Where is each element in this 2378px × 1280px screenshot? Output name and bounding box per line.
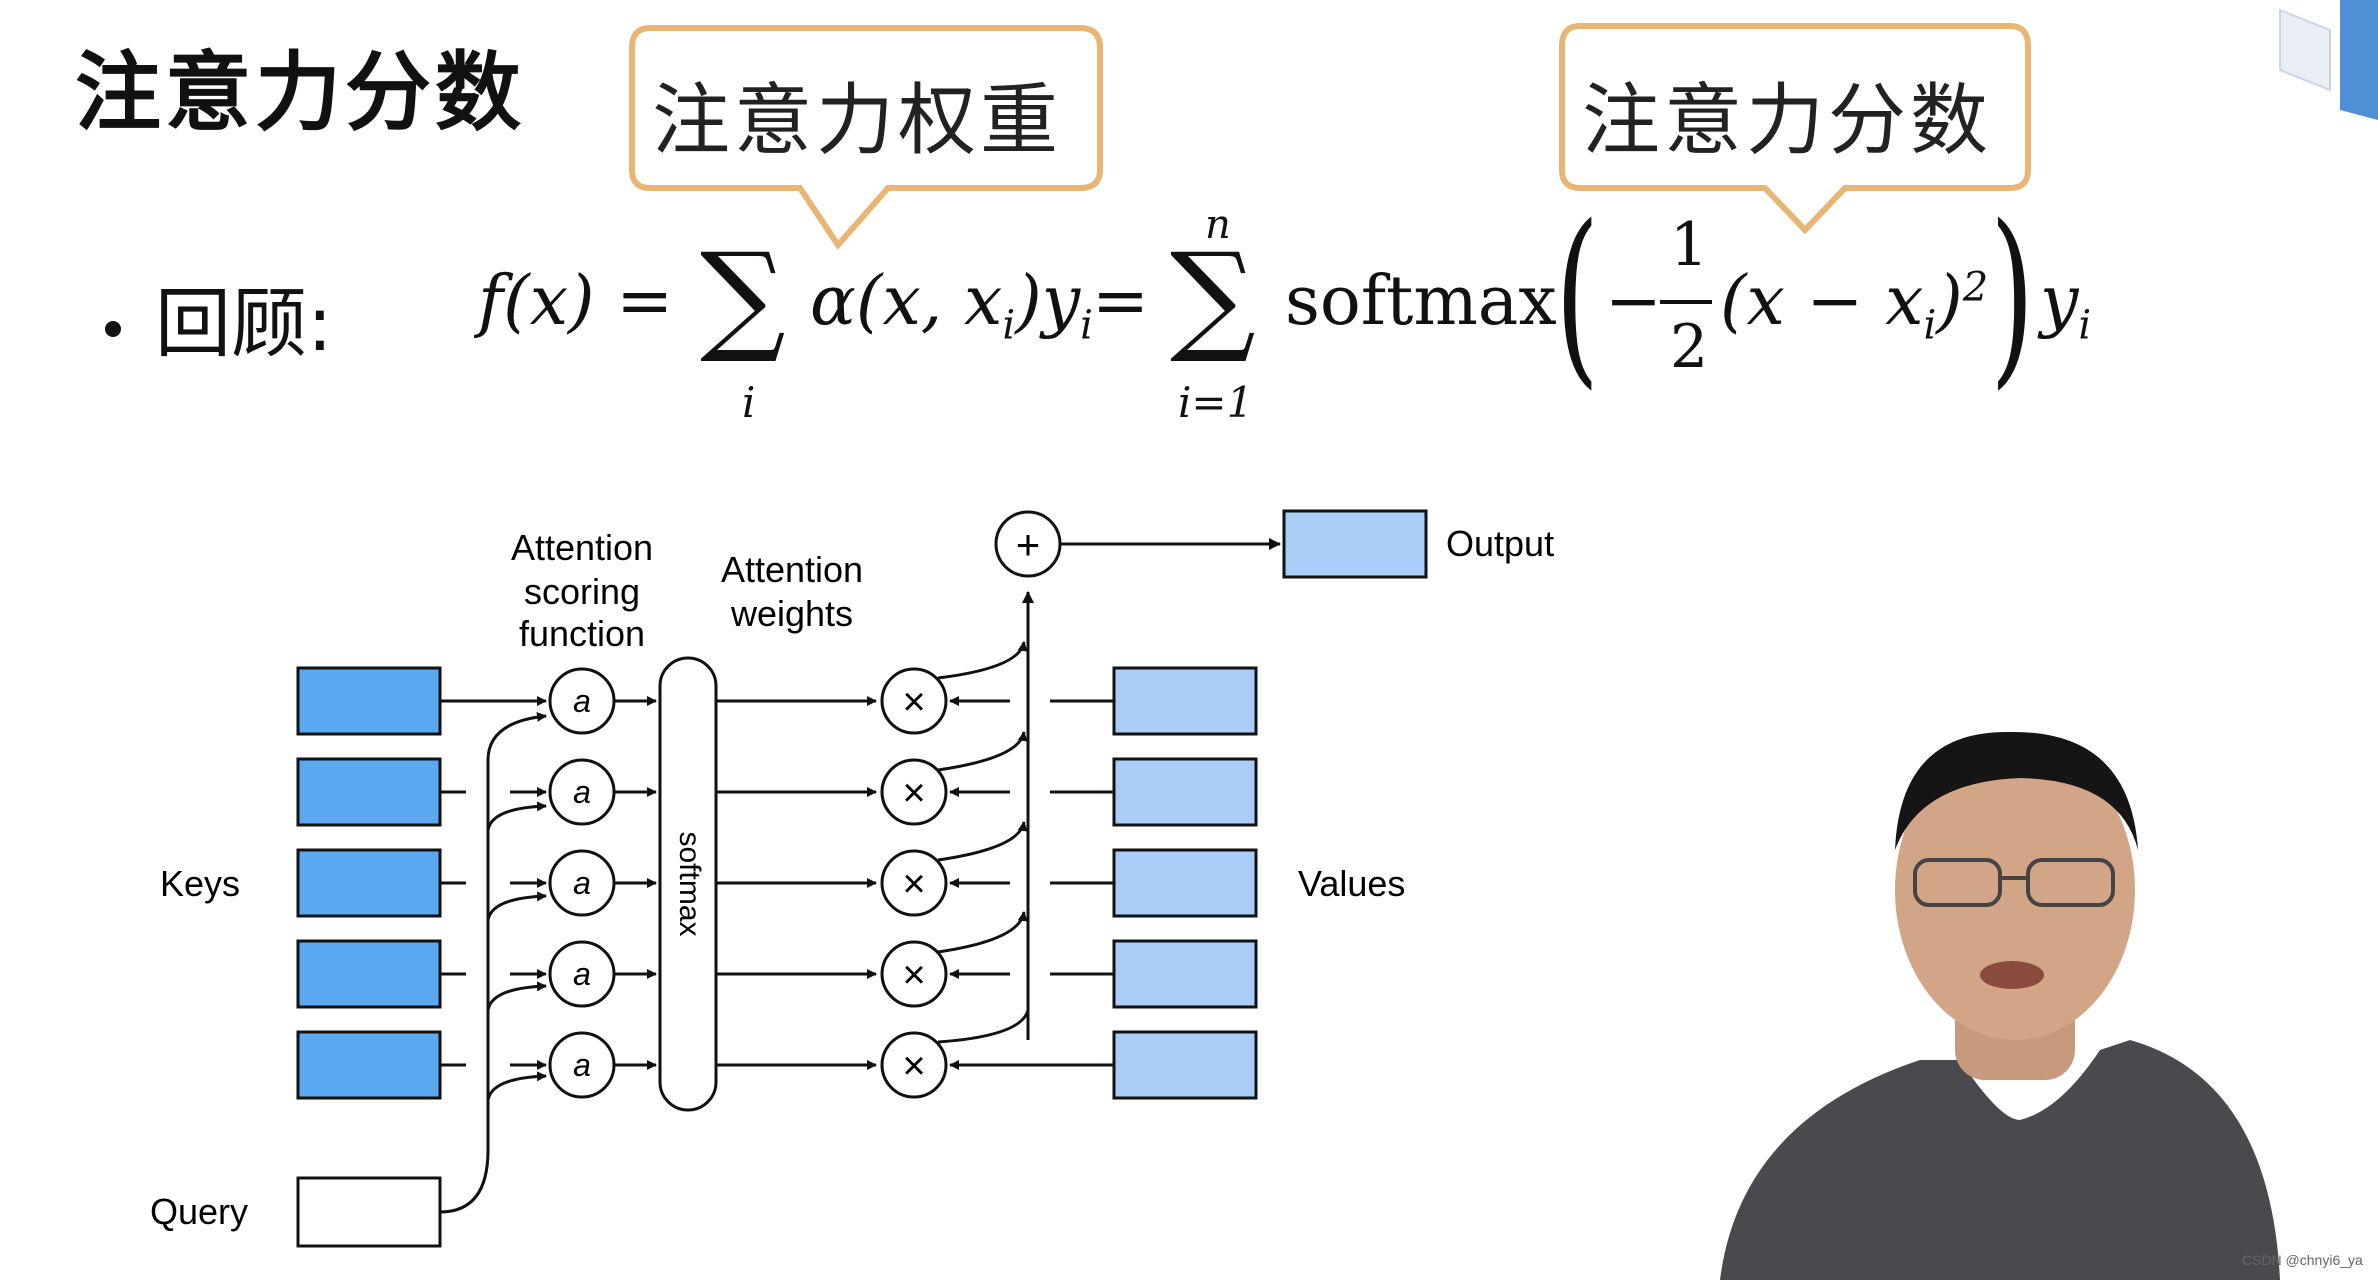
softmax-label: softmax bbox=[673, 831, 706, 936]
value-box bbox=[1112, 1030, 1258, 1100]
output-label: Output bbox=[1446, 523, 1554, 564]
sum2-superscript: n bbox=[1205, 202, 1231, 248]
score-arrows bbox=[614, 696, 657, 1070]
key-box bbox=[296, 939, 442, 1009]
presenter-hair bbox=[1895, 731, 2138, 850]
query-label: Query bbox=[150, 1191, 248, 1232]
scoring-label-line: scoring bbox=[524, 571, 640, 612]
sum2-subscript: i=1 bbox=[1178, 378, 1254, 427]
presenter-shirt bbox=[1720, 1040, 2280, 1280]
scoring-function-label: Attention scoring function bbox=[511, 527, 653, 654]
watermark: CSDN @chnyi6_ya bbox=[2242, 1252, 2363, 1268]
value-boxes bbox=[1112, 666, 1258, 1100]
bullet-recap: 回顾: bbox=[105, 262, 333, 372]
key-boxes bbox=[296, 666, 442, 1100]
formula-minus: − bbox=[1605, 262, 1662, 341]
sum-collector bbox=[937, 591, 1034, 1044]
formula-eq2: = bbox=[1092, 262, 1149, 341]
softmax-word: softmax bbox=[1285, 262, 1557, 341]
multiply-labels: × × × × × bbox=[902, 680, 925, 1088]
key-box bbox=[296, 848, 442, 918]
paren-close: ) bbox=[1990, 185, 2035, 406]
presenter-face bbox=[1895, 740, 2135, 1040]
multiply-node bbox=[880, 940, 948, 1008]
value-box bbox=[1112, 939, 1258, 1009]
callout-left-bubble bbox=[629, 25, 1103, 250]
multiply-label: × bbox=[902, 680, 925, 724]
score-node-label: a bbox=[573, 865, 591, 901]
scoring-label-line: function bbox=[519, 613, 645, 654]
paren-open: ( bbox=[1555, 185, 1600, 406]
multiply-node bbox=[880, 1031, 948, 1099]
callout-left-text: 注意力权重 bbox=[652, 76, 1063, 166]
term-alpha: α(x, xi)yi bbox=[810, 262, 1093, 349]
output-box bbox=[1282, 509, 1428, 579]
keys-label: Keys bbox=[160, 863, 240, 904]
formula-lhs: f(x) = bbox=[478, 262, 674, 341]
frac-numerator: 1 bbox=[1670, 210, 1709, 280]
multiply-node bbox=[880, 849, 948, 917]
multiply-label: × bbox=[902, 953, 925, 997]
score-node-label: a bbox=[573, 1047, 591, 1083]
term-square: (x − xi)2 bbox=[1720, 262, 1989, 349]
glasses-icon bbox=[1913, 858, 2115, 907]
value-box bbox=[1112, 848, 1258, 918]
key-arrows bbox=[440, 696, 547, 1070]
plus-label: + bbox=[1016, 521, 1041, 568]
multiply-label: × bbox=[902, 1044, 925, 1088]
scoring-label-line: Attention bbox=[511, 527, 653, 568]
key-box bbox=[296, 1030, 442, 1100]
value-box bbox=[1112, 666, 1258, 736]
presenter-video bbox=[1720, 731, 2280, 1280]
score-node-label: a bbox=[573, 774, 591, 810]
weight-arrows bbox=[716, 696, 877, 1070]
values-label: Values bbox=[1298, 863, 1405, 904]
sum-symbol-2: ∑ bbox=[1170, 228, 1256, 367]
weights-label-line: weights bbox=[730, 593, 853, 634]
slide-title: 注意力分数 bbox=[75, 43, 525, 143]
sum-symbol-1: ∑ bbox=[700, 228, 786, 367]
presenter-mouth bbox=[1980, 961, 2044, 989]
frac-denominator: 2 bbox=[1670, 312, 1709, 382]
multiply-node bbox=[880, 667, 948, 735]
callout-right-text: 注意力分数 bbox=[1582, 76, 1993, 166]
formula: f(x) = ∑ i α(x, xi)yi = n ∑ i=1 softmax … bbox=[0, 0, 2378, 440]
value-arrows bbox=[949, 696, 1114, 1070]
multiply-label: × bbox=[902, 771, 925, 815]
formula-tail: yi bbox=[2040, 262, 2092, 349]
multiply-label: × bbox=[902, 862, 925, 906]
query-box bbox=[296, 1176, 442, 1248]
multiply-nodes bbox=[880, 667, 948, 1099]
sum1-subscript: i bbox=[742, 378, 756, 427]
bullet-dot bbox=[105, 321, 121, 337]
score-node-label: a bbox=[573, 956, 591, 992]
video-logo-icon bbox=[2279, 0, 2378, 120]
score-node-labels: a a a a a bbox=[573, 683, 591, 1083]
key-box bbox=[296, 757, 442, 827]
key-box bbox=[296, 666, 442, 736]
query-fanout bbox=[439, 711, 547, 1214]
value-box bbox=[1112, 757, 1258, 827]
weights-label: Attention weights bbox=[721, 549, 863, 634]
multiply-node bbox=[880, 758, 948, 826]
frac-bar bbox=[1660, 300, 1712, 304]
weights-label-line: Attention bbox=[721, 549, 863, 590]
bullet-recap-label: 回顾: bbox=[155, 279, 333, 368]
score-node-label: a bbox=[573, 683, 591, 719]
callout-right-bubble bbox=[1559, 23, 2031, 235]
